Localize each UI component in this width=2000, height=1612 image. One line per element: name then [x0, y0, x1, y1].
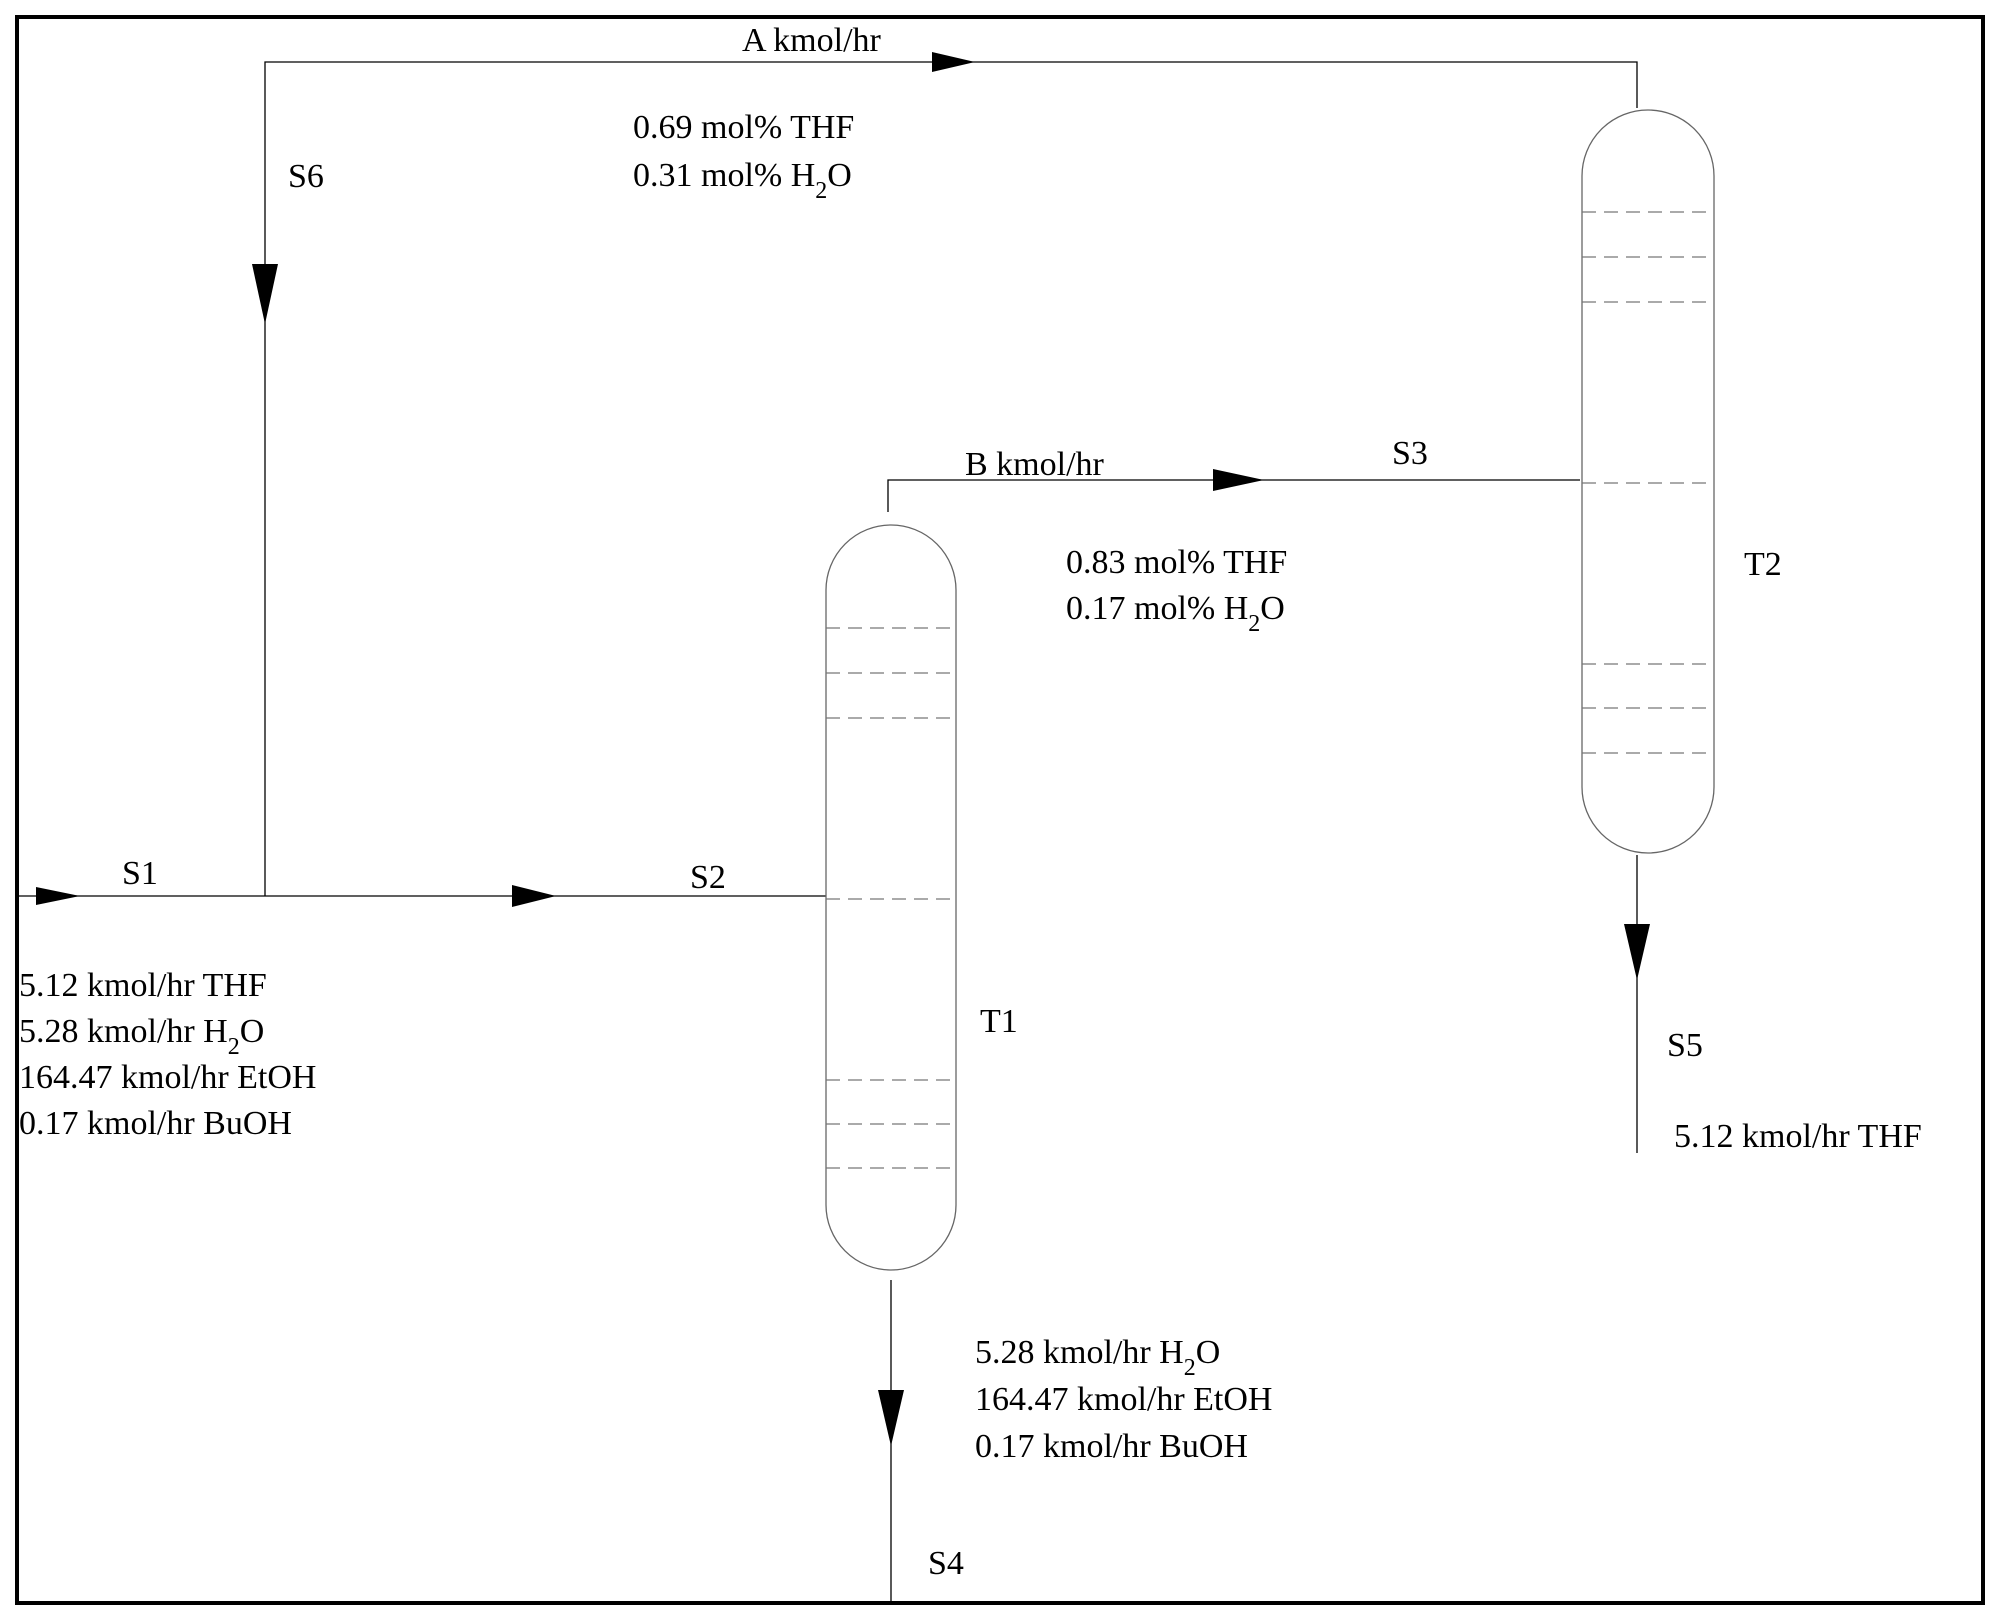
arrow-s2 [512, 885, 556, 907]
stream-s6-label: S6 [288, 158, 324, 195]
flow-b-label: B kmol/hr [965, 446, 1105, 483]
feed-line1: 5.12 kmol/hr THF [19, 967, 267, 1004]
column-t1-shell [825, 524, 957, 1271]
diagram-border [15, 15, 1985, 1605]
feed-line2: 5.28 kmol/hr H2O [19, 1013, 264, 1060]
stream-s1-label: S1 [122, 855, 158, 892]
arrow-s4 [878, 1390, 904, 1446]
recycle-composition-line1: 0.69 mol% THF [633, 109, 854, 146]
flow-a-label: A kmol/hr [742, 22, 882, 59]
distillate-composition-line2: 0.17 mol% H2O [1066, 590, 1285, 637]
bottoms-t1-line1: 5.28 kmol/hr H2O [975, 1334, 1220, 1381]
arrow-s5 [1624, 924, 1650, 980]
feed-line3: 164.47 kmol/hr EtOH [19, 1059, 316, 1096]
stream-s3-label: S3 [1392, 435, 1428, 472]
stream-s5-label: S5 [1667, 1027, 1703, 1064]
arrow-s1 [36, 887, 80, 905]
arrow-a-recycle [932, 52, 975, 72]
stream-s4-label: S4 [928, 1545, 964, 1582]
arrow-s3 [1213, 469, 1264, 491]
feed-line4: 0.17 kmol/hr BuOH [19, 1105, 292, 1142]
bottoms-t1-line2: 164.47 kmol/hr EtOH [975, 1381, 1272, 1418]
recycle-composition-line2: 0.31 mol% H2O [633, 157, 852, 204]
distillate-composition-line1: 0.83 mol% THF [1066, 544, 1287, 581]
bottoms-t2-line1: 5.12 kmol/hr THF [1674, 1118, 1922, 1155]
column-t2[interactable] [1581, 109, 1715, 854]
column-t1[interactable] [825, 524, 957, 1271]
bottoms-t1-line3: 0.17 kmol/hr BuOH [975, 1428, 1248, 1465]
stream-s2-label: S2 [690, 859, 726, 896]
pipe-s3 [887, 479, 1580, 512]
column-t2-shell [1581, 109, 1715, 854]
arrow-s6-down [252, 264, 278, 324]
unit-t2-label: T2 [1744, 546, 1782, 583]
unit-t1-label: T1 [980, 1003, 1018, 1040]
